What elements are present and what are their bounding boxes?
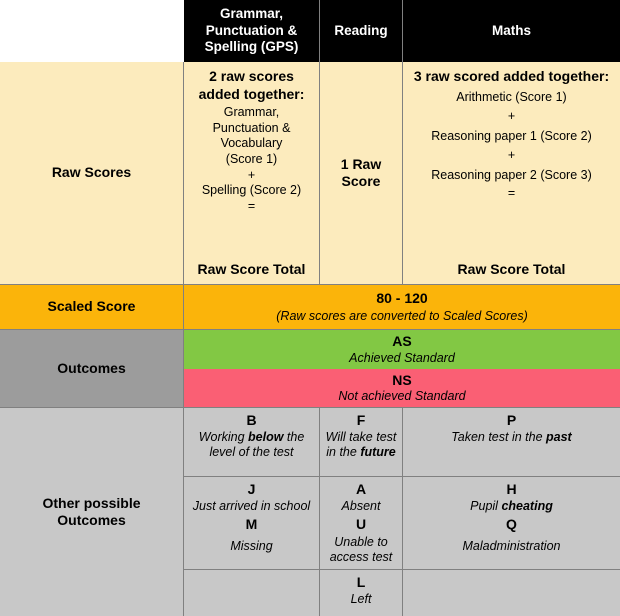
other-outcome-q-description: Maladministration — [462, 539, 561, 553]
other-outcome-l-code: L — [356, 574, 366, 590]
other-outcome-h-code: H — [506, 481, 517, 497]
row-label-raw-scores-text: Raw Scores — [51, 164, 132, 181]
other-outcome-a-code: A — [355, 481, 367, 497]
other-outcome-h-description: Pupil cheating — [470, 498, 553, 513]
raw-scores-gps-heading-1: 2 raw scores — [209, 68, 294, 84]
header-column-reading-label: Reading — [334, 22, 388, 38]
raw-scores-maths-line-3: Reasoning paper 1 (Score 2) — [431, 128, 592, 143]
raw-scores-gps-line-2: Punctuation & — [212, 120, 291, 135]
raw-scores-maths-total: Raw Score Total — [457, 260, 566, 277]
header-column-gps: Grammar, Punctuation & Spelling (GPS) — [184, 0, 320, 62]
raw-scores-maths-line-5: Reasoning paper 2 (Score 3) — [431, 168, 592, 182]
other-outcome-m-description: Missing — [230, 539, 273, 553]
raw-scores-gps-line-1: Grammar, — [223, 105, 280, 119]
row-label-raw-scores: Raw Scores — [0, 62, 184, 285]
other-outcome-f-cell: F Will take test in the future — [320, 408, 403, 477]
other-outcome-u-description: Unable to access test — [329, 535, 393, 564]
header-corner-cell — [0, 0, 184, 62]
other-outcome-f-code: F — [356, 412, 366, 428]
other-outcome-b-code: B — [246, 412, 257, 428]
raw-scores-reading-line-1: 1 Raw — [340, 155, 382, 172]
raw-scores-maths-line-1: Arithmetic (Score 1) — [456, 89, 567, 104]
raw-scores-gps-line-6: Spelling (Score 2) — [201, 183, 302, 198]
other-outcome-j-code: J — [247, 481, 256, 497]
outcome-not-achieved-standard: NS Not achieved Standard — [184, 369, 620, 408]
other-outcome-a-description: Absent — [341, 498, 381, 513]
raw-scores-reading-cell: 1 Raw Score — [320, 62, 403, 285]
scaled-score-range: 80 - 120 — [376, 289, 428, 306]
other-outcome-l-cell: L Left — [320, 570, 403, 616]
raw-scores-maths-line-2: + — [507, 109, 516, 124]
row-label-scaled-score-text: Scaled Score — [47, 298, 136, 315]
raw-scores-maths-heading: 3 raw scored added together: — [413, 68, 610, 84]
header-column-reading: Reading — [320, 0, 403, 62]
scaled-score-note: (Raw scores are converted to Scaled Scor… — [276, 309, 528, 324]
other-outcome-b-cell: B Working below the level of the test — [184, 408, 320, 477]
other-outcome-empty-maths-cell — [403, 570, 620, 616]
raw-scores-gps-line-4: (Score 1) — [225, 151, 278, 166]
row-label-other-outcomes-line-2: Outcomes — [57, 512, 126, 528]
outcome-achieved-standard: AS Achieved Standard — [184, 330, 620, 369]
raw-scores-maths-line-6: = — [507, 185, 516, 200]
outcome-not-achieved-description: Not achieved Standard — [338, 389, 466, 404]
raw-scores-maths-line-4: + — [507, 148, 516, 163]
row-label-other-outcomes-line-1: Other possible — [42, 494, 141, 511]
outcome-not-achieved-code: NS — [392, 371, 412, 388]
other-outcome-empty-gps-cell — [184, 570, 320, 616]
row-label-outcomes: Outcomes — [0, 330, 184, 408]
other-outcome-p-cell: P Taken test in the past — [403, 408, 620, 477]
raw-scores-maths-cell: 3 raw scored added together: Arithmetic … — [403, 62, 620, 285]
other-outcome-j-description: Just arrived in school — [192, 498, 311, 513]
header-column-gps-label: Grammar, Punctuation & Spelling (GPS) — [204, 5, 299, 55]
other-outcome-q-code: Q — [506, 515, 517, 532]
other-outcome-p-description: Taken test in the past — [451, 429, 572, 444]
outcome-achieved-description: Achieved Standard — [349, 350, 455, 365]
raw-scores-gps-line-5: + — [247, 167, 256, 182]
raw-scores-gps-cell: 2 raw scores added together: Grammar, Pu… — [184, 62, 320, 285]
other-outcome-h-q-cell: H Pupil cheating Q Maladministration — [403, 477, 620, 570]
other-outcome-j-m-cell: J Just arrived in school M Missing — [184, 477, 320, 570]
raw-scores-gps-heading-2: added together: — [198, 85, 305, 102]
raw-scores-gps-line-7: = — [247, 198, 256, 213]
row-label-other-outcomes: Other possible Outcomes — [0, 408, 184, 616]
row-label-scaled-score: Scaled Score — [0, 285, 184, 330]
row-label-outcomes-text: Outcomes — [57, 359, 126, 376]
other-outcome-p-code: P — [506, 412, 517, 428]
raw-scores-gps-line-3: Vocabulary — [220, 136, 283, 151]
other-outcome-f-description: Will take test in the future — [325, 429, 397, 459]
other-outcome-a-u-cell: A Absent U Unable to access test — [320, 477, 403, 570]
scaled-score-value-cell: 80 - 120 (Raw scores are converted to Sc… — [184, 285, 620, 330]
outcome-achieved-code: AS — [392, 333, 412, 350]
raw-scores-reading-line-2: Score — [341, 173, 381, 189]
other-outcome-u-code: U — [355, 515, 367, 532]
raw-scores-gps-total: Raw Score Total — [197, 260, 306, 277]
other-outcome-l-description: Left — [350, 591, 372, 606]
other-outcome-m-code: M — [245, 515, 258, 532]
header-column-maths: Maths — [403, 0, 620, 62]
other-outcome-b-description: Working below the level of the test — [198, 429, 305, 459]
header-column-maths-label: Maths — [491, 22, 531, 38]
